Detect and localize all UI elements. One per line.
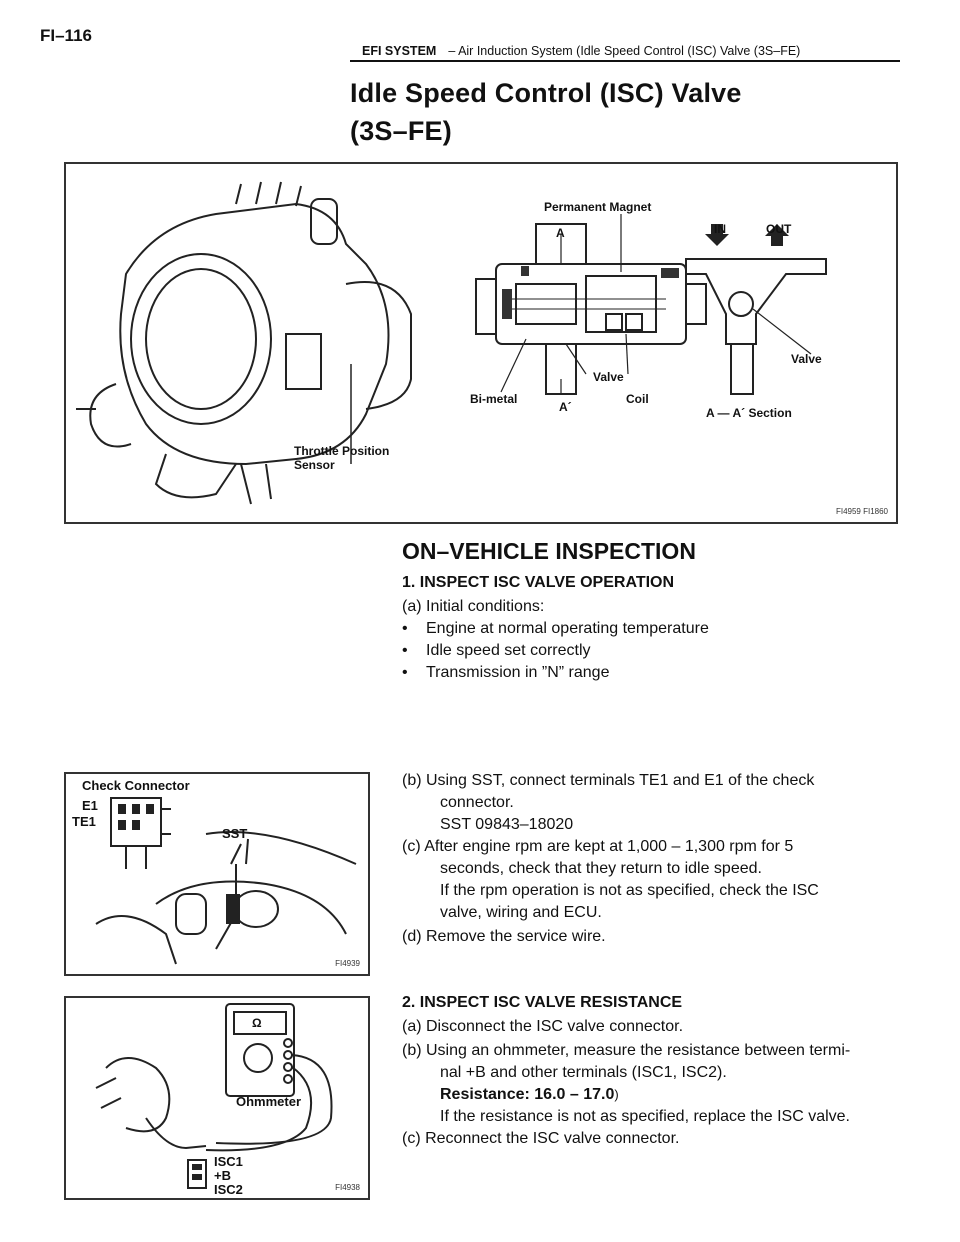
header-subtitle: – Air Induction System (Idle Speed Contr… (448, 44, 801, 58)
bullet-text: Transmission in ”N” range (426, 664, 610, 681)
label-tps-line1: Throttle Position (294, 444, 390, 458)
label-in: IN (714, 222, 726, 236)
label-tps-line2: Sensor (294, 458, 335, 472)
step2-c: (c) Reconnect the ISC valve connector. (402, 1130, 680, 1147)
label-isc2: ISC2 (214, 1182, 243, 1197)
step1-b-sst: SST 09843–18020 (440, 816, 574, 833)
step1-b-line1: (b) Using SST, connect terminals TE1 and… (402, 772, 815, 789)
step2-b-line3: If the resistance is not as specified, r… (440, 1108, 850, 1125)
isc-valve-illustration (76, 181, 827, 505)
isc-valve-figure: Permanent Magnet A A´ Valve Bi-metal Coi… (64, 162, 898, 524)
page-title-line1: Idle Speed Control (ISC) Valve (350, 78, 742, 108)
figure1-code: FI4959 FI1860 (835, 507, 888, 516)
label-permanent-magnet: Permanent Magnet (544, 200, 652, 214)
label-coil: Coil (626, 392, 649, 406)
step2-heading: 2. INSPECT ISC VALVE RESISTANCE (402, 994, 683, 1011)
step1-b-line2: connector. (440, 794, 514, 811)
step2-b-line2: nal +B and other terminals (ISC1, ISC2). (440, 1064, 727, 1081)
label-valve-right: Valve (791, 352, 822, 366)
bullet-item: • Idle speed set correctly (402, 640, 709, 662)
ohmmeter-figure: Ω Ohmmeter ISC1 +B ISC2 FI4938 (64, 996, 370, 1200)
label-ohm: Ω (252, 1016, 262, 1030)
step1-c-line3: If the rpm operation is not as specified… (440, 882, 819, 899)
step1-b: (b) Using SST, connect terminals TE1 and… (402, 770, 814, 836)
check-connector-illustration (95, 797, 357, 965)
bullet-symbol: • (402, 620, 408, 637)
section-title: ON–VEHICLE INSPECTION (402, 538, 696, 564)
step2-b-line1: (b) Using an ohmmeter, measure the resis… (402, 1042, 851, 1059)
label-valve-center: Valve (593, 370, 624, 384)
figure2-code: FI4939 (335, 959, 360, 968)
step1-c-line4: valve, wiring and ECU. (440, 904, 602, 921)
page-number: FI–116 (40, 26, 92, 45)
bullet-list: •Engine at normal operating temperature … (402, 618, 709, 684)
step1-d: (d) Remove the service wire. (402, 928, 606, 945)
step1-c: (c) After engine rpm are kept at 1,000 –… (402, 836, 819, 924)
label-bi-metal: Bi-metal (470, 392, 518, 406)
page-title-line2: (3S–FE) (350, 116, 452, 146)
label-out: OUT (766, 222, 792, 236)
step1-a: (a) Initial conditions: (402, 598, 545, 615)
check-connector-figure: Check Connector E1 TE1 SST FI4939 (64, 772, 370, 976)
bullet-text: Idle speed set correctly (426, 642, 591, 659)
ohmmeter-illustration (95, 1003, 333, 1189)
bullet-item: • Engine at normal operating temperature (402, 618, 709, 640)
bullet-symbol: • (402, 642, 408, 659)
step1-c-line2: seconds, check that they return to idle … (440, 860, 762, 877)
bullet-symbol: • (402, 664, 408, 681)
step2-resistance-value: Resistance: 16.0 – 17.0 (440, 1086, 615, 1103)
label-section: A — A´ Section (706, 406, 792, 420)
page-title: Idle Speed Control (ISC) Valve (3S–FE) (350, 74, 742, 150)
step2-a: (a) Disconnect the ISC valve connector. (402, 1018, 684, 1035)
header-section: EFI SYSTEM (362, 44, 437, 58)
step1-c-line1: (c) After engine rpm are kept at 1,000 –… (402, 838, 794, 855)
step2-resistance-unit: ) (614, 1087, 619, 1102)
label-a-prime: A´ (559, 400, 572, 414)
step2-resistance: Resistance: 16.0 – 17.0) (402, 1084, 850, 1106)
bullet-item: • Transmission in ”N” range (402, 662, 709, 684)
label-a: A (556, 226, 565, 240)
label-sst: SST (222, 826, 248, 841)
label-te1: TE1 (72, 814, 96, 829)
label-plus-b: +B (214, 1168, 231, 1183)
running-header: EFI SYSTEM – Air Induction System (Idle S… (362, 44, 800, 58)
header-rule (350, 60, 900, 62)
label-e1: E1 (82, 798, 98, 813)
step2-b: (b) Using an ohmmeter, measure the resis… (402, 1040, 850, 1128)
figure3-code: FI4938 (335, 1183, 360, 1192)
label-isc1: ISC1 (214, 1154, 243, 1169)
label-ohmmeter: Ohmmeter (236, 1094, 302, 1109)
bullet-text: Engine at normal operating temperature (426, 620, 709, 637)
label-check-connector: Check Connector (82, 778, 190, 793)
step1-heading: 1. INSPECT ISC VALVE OPERATION (402, 574, 675, 591)
